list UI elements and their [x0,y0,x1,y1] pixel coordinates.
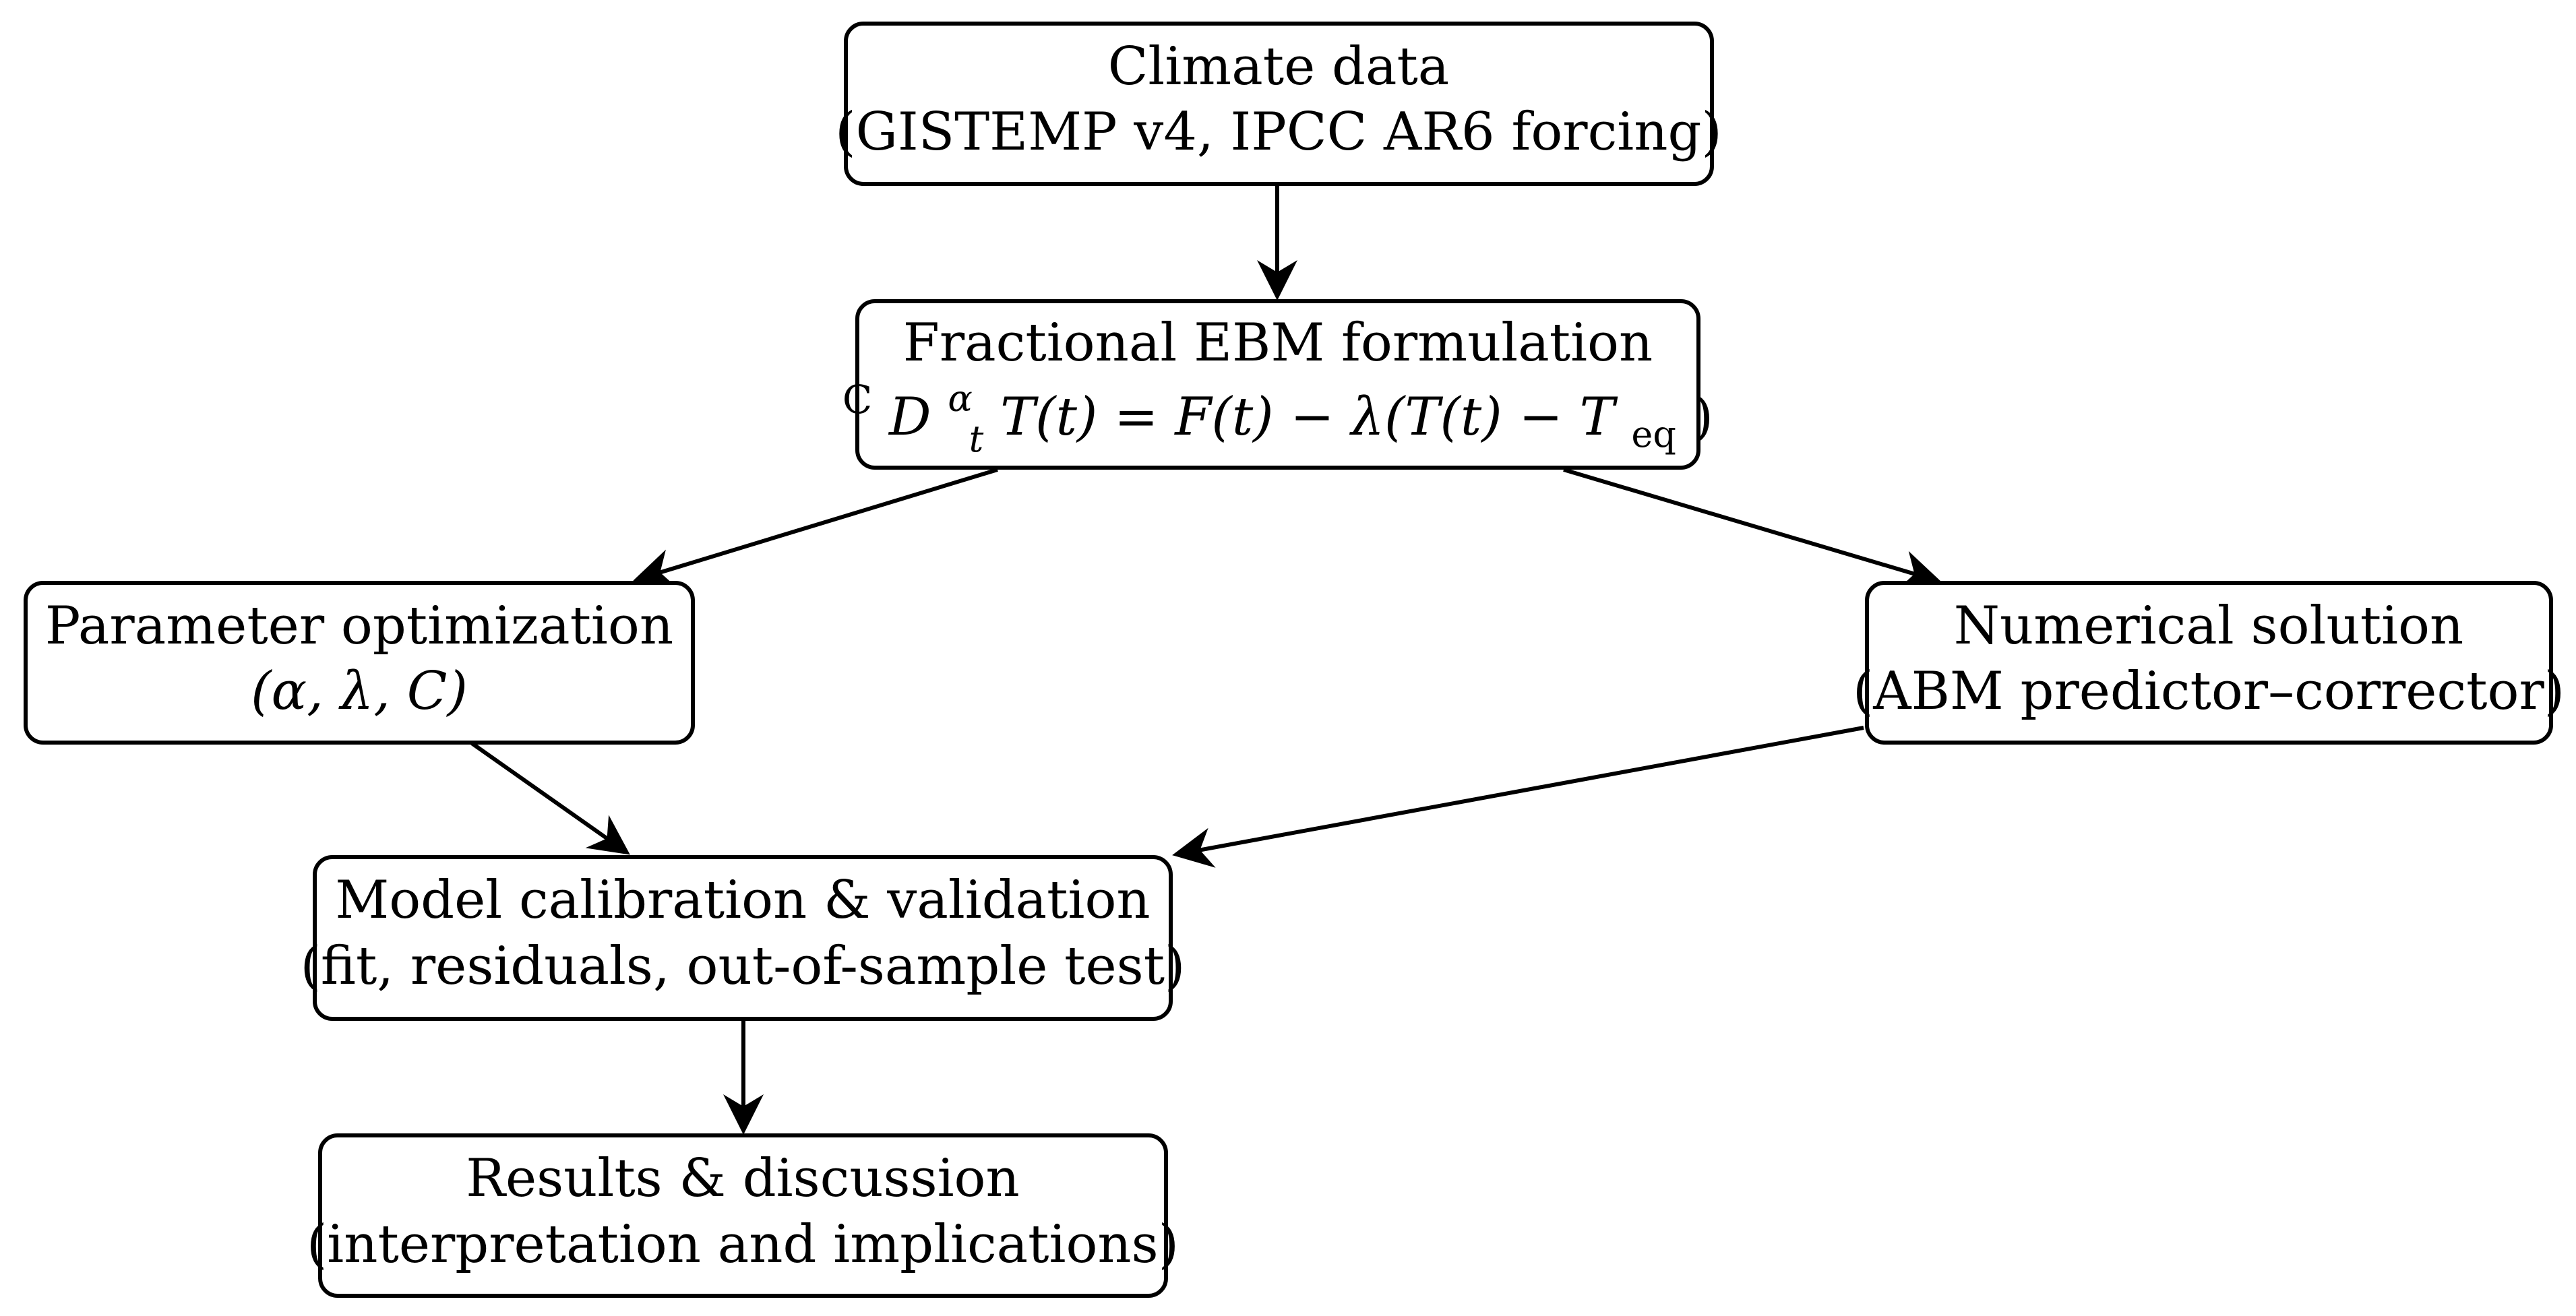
edge-ebm-to-numerical [1563,468,1942,590]
node-results-discussion-subtitle: (interpretation and implications) [307,1214,1179,1275]
node-numerical-solution: Numerical solution (ABM predictor–correc… [1853,581,2565,745]
node-fractional-ebm-title: Fractional EBM formulation [903,313,1653,373]
edges-group [470,185,1942,1135]
node-numerical-solution-subtitle: (ABM predictor–corrector) [1853,661,2565,722]
edge-param-to-calibration [470,741,630,855]
edge-numerical-to-calibration [1172,726,1864,868]
node-parameter-optimization-title: Parameter optimization [45,596,673,656]
equation-eq-subscript: eq [1631,413,1676,456]
node-results-discussion-title: Results & discussion [466,1148,1020,1209]
equation-body: T(t) = F(t) − λ(T(t) − T [1000,387,1618,447]
node-parameter-optimization-subtitle: (α, λ, C) [251,661,468,722]
node-climate-data-subtitle: (GISTEMP v4, IPCC AR6 forcing) [835,102,1722,162]
equation-time-subscript: t [969,418,984,460]
edge-ebm-to-param [633,468,998,588]
node-results-discussion: Results & discussion (interpretation and… [307,1133,1179,1298]
node-parameter-optimization: Parameter optimization (α, λ, C) [24,581,695,745]
node-climate-data-title: Climate data [1108,36,1450,97]
node-climate-data: Climate data (GISTEMP v4, IPCC AR6 forci… [835,22,1722,186]
node-numerical-solution-title: Numerical solution [1954,596,2463,656]
equation-order-superscript: α [948,377,972,420]
node-model-calibration-subtitle: (fit, residuals, out-of-sample test) [301,936,1186,997]
equation-close-paren: ) [1693,387,1713,447]
node-fractional-ebm: Fractional EBM formulation C D α t T(t) … [842,299,1713,470]
node-fractional-ebm-equation: C D α t T(t) = F(t) − λ(T(t) − T eq ) [842,363,1713,464]
equation-caputo-prefix: C [842,377,872,422]
node-model-calibration: Model calibration & validation (fit, res… [301,855,1186,1021]
equation-derivative-operator: D [888,387,931,447]
node-model-calibration-title: Model calibration & validation [335,870,1150,931]
